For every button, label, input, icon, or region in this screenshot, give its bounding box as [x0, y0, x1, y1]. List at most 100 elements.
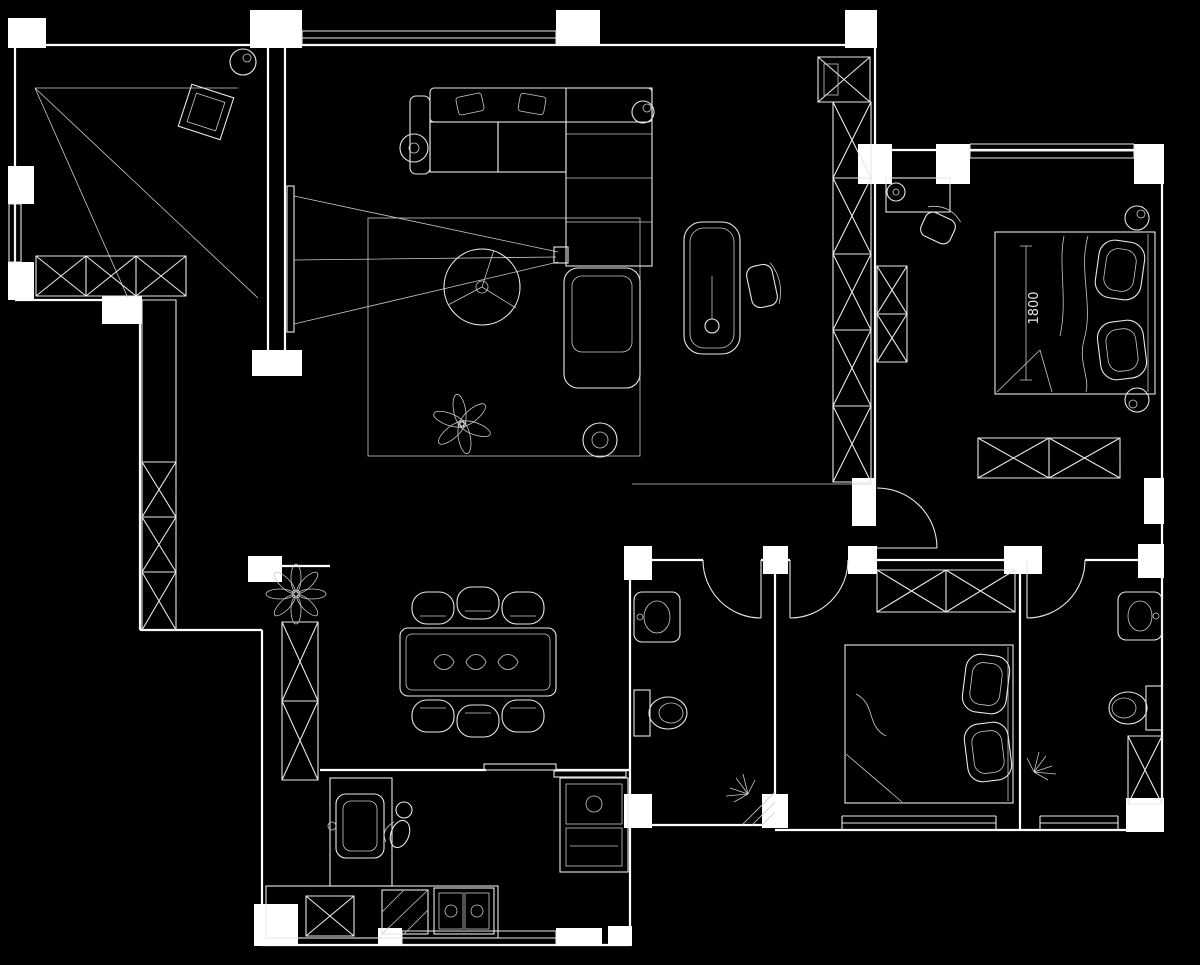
- pillow: [517, 92, 547, 116]
- bed-frame: [844, 644, 1014, 804]
- sofa-seat: [429, 121, 499, 173]
- faucet: [1152, 612, 1160, 620]
- balcony-storage-cabinet: [35, 255, 187, 297]
- dining-chairs: [411, 586, 545, 738]
- bathroom1: [633, 591, 776, 826]
- sofa-chaise-cushions: [566, 133, 652, 223]
- lounge-chair-cushion: [571, 275, 633, 353]
- pillow: [1094, 239, 1146, 301]
- door-bedroom1: [876, 487, 938, 549]
- dining-chair: [411, 591, 455, 625]
- chair-back: [770, 262, 781, 304]
- bed-width-label: 1800: [1027, 291, 1042, 324]
- leaf: [290, 563, 302, 593]
- side-table-top: [399, 133, 429, 163]
- coffee-table-top: [443, 248, 521, 326]
- leaf: [290, 595, 302, 625]
- appliance-bottom: [565, 827, 623, 867]
- sofa: [409, 87, 653, 267]
- dining-chair: [501, 699, 545, 733]
- leaf: [438, 421, 465, 445]
- washing-machine-body: [177, 83, 235, 141]
- vanity-counter: [1117, 591, 1163, 641]
- kitchen-right-counter: [559, 777, 629, 873]
- blanket-fold: [845, 753, 903, 803]
- dining-chair: [411, 699, 455, 733]
- reading-chair: [746, 262, 781, 309]
- drain-outer: [229, 48, 257, 76]
- hall-storage-column: [141, 299, 177, 631]
- desk: [885, 177, 951, 213]
- pillow-outline: [961, 653, 1011, 715]
- kitchen-sink: [327, 793, 385, 859]
- toilet-tank: [633, 689, 651, 737]
- washing-machine-door: [186, 92, 226, 132]
- pillow-inner: [971, 730, 1005, 774]
- pillow: [1096, 319, 1148, 381]
- pillow-outline: [1094, 239, 1146, 301]
- decor-bowl: [631, 100, 655, 124]
- sofa-seat: [497, 121, 567, 173]
- toilet-tank: [1145, 685, 1163, 731]
- bed-frame: [994, 231, 1156, 395]
- pillow-outline: [1096, 319, 1148, 381]
- coffee-table-hub: [475, 280, 489, 294]
- burner-unit: [433, 887, 495, 935]
- burner-ring: [470, 904, 484, 918]
- kitchen: [265, 777, 629, 939]
- shower-corner-lines: [741, 791, 776, 826]
- lounge-chair-frame: [563, 267, 641, 389]
- coffee-table-spokes: [447, 249, 517, 309]
- lamp-outer: [1124, 205, 1150, 231]
- pantry-column: [281, 621, 319, 781]
- bedroom2-wardrobe: [876, 569, 1016, 613]
- lamp-inner: [1136, 209, 1146, 219]
- lamp-outer: [1124, 387, 1150, 413]
- appliance-top: [565, 783, 623, 825]
- table-lamp: [704, 318, 720, 334]
- coffee-table: [443, 248, 521, 326]
- drain-inner: [242, 53, 252, 63]
- dining-chair: [456, 704, 500, 738]
- kitchen-bottom-counter: [265, 885, 499, 939]
- sliding-panel: [553, 770, 627, 778]
- toilet-bowl-inner: [658, 702, 684, 724]
- tv-projection: [286, 185, 569, 333]
- toilet-bowl: [1108, 691, 1148, 725]
- table-inner: [405, 633, 551, 691]
- blanket-wave: [855, 693, 887, 737]
- chair-back: [927, 205, 961, 223]
- chair-seat: [746, 263, 778, 309]
- chair-seat: [920, 211, 956, 245]
- doors: [483, 487, 1086, 778]
- burner-left: [438, 892, 464, 930]
- lamp-inner: [1128, 399, 1138, 409]
- pillow-inner: [1105, 328, 1139, 372]
- reading-table-top: [683, 221, 741, 355]
- leaf: [273, 571, 296, 594]
- door-bathroom1: [702, 559, 762, 619]
- faucet: [636, 613, 644, 621]
- plant-sprig: [1026, 751, 1057, 781]
- dining-chair: [456, 586, 500, 620]
- sink-faucet: [327, 821, 337, 831]
- bedroom1-closet: [876, 265, 908, 363]
- person-figure: [383, 801, 413, 849]
- nightstand-lamp-bottom: [1124, 387, 1150, 413]
- toilet1: [633, 689, 688, 737]
- desk-top: [885, 177, 951, 213]
- bedroom2: [844, 569, 1016, 804]
- bowl-inner: [642, 103, 652, 113]
- side-table: [399, 133, 429, 163]
- burner-outline: [433, 887, 495, 935]
- burner-right: [464, 892, 490, 930]
- bathroom2: [1026, 591, 1163, 805]
- dimension-line: [1020, 245, 1032, 381]
- counter-outline: [559, 777, 629, 873]
- toilet2: [1108, 685, 1163, 731]
- ottoman-inner: [591, 431, 609, 449]
- tall-cabinet: [817, 56, 871, 103]
- reading-table: [683, 221, 741, 355]
